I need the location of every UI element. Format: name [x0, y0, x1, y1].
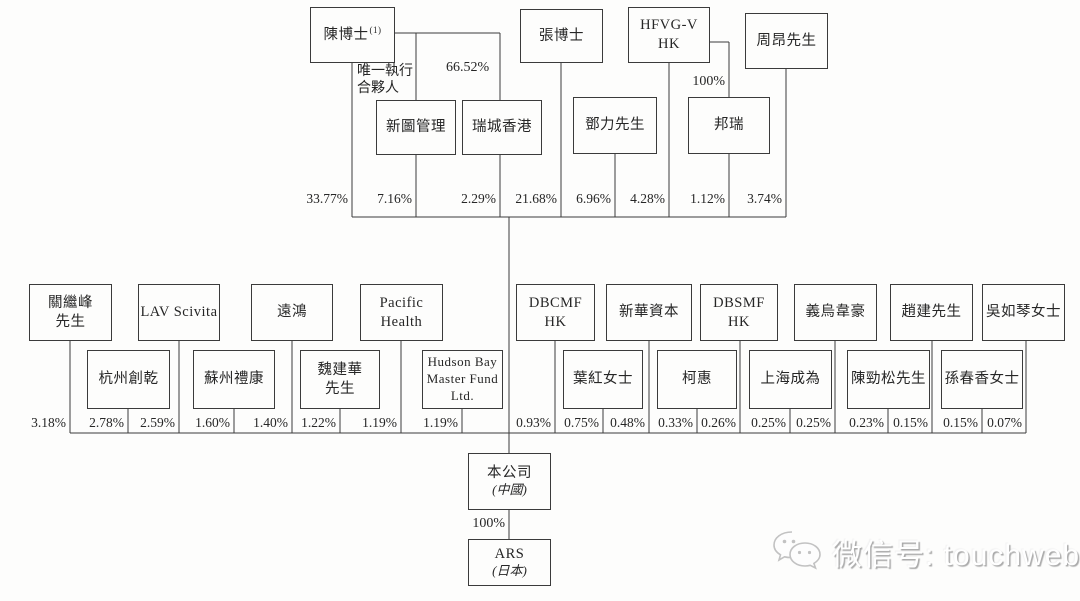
shareholder-label: Hudson Bay Master Fund Ltd. [426, 354, 499, 403]
shareholder-label: 蘇州禮康 [204, 371, 264, 388]
shareholder-label: 義烏韋豪 [805, 304, 866, 321]
shareholder-label: 上海成為 [760, 371, 821, 388]
pct-yuanhong: 1.40% [253, 415, 288, 430]
shareholder-label: 杭州創乾 [98, 371, 159, 388]
pct-hfvg-v-hk: 4.28% [630, 191, 665, 206]
shareholder-label: 邦瑞 [714, 117, 744, 134]
pct-yiwu-weihao: 0.25% [796, 415, 831, 430]
pct-sun-chunxiang: 0.15% [943, 415, 978, 430]
pct-dbcmf-hk: 0.93% [516, 415, 551, 430]
shareholder-box-xinhua-capital: 新華資本 [606, 284, 692, 341]
shareholder-box-hfvg-v-hk: HFVG-V HK [628, 7, 710, 63]
shareholder-label: HFVG-V HK [640, 17, 698, 52]
shareholder-box-wei-jianhua: 魏建華 先生 [300, 350, 380, 409]
shareholder-label: 陳博士 [323, 26, 369, 43]
watermark-text: 微信号: touchweb [832, 539, 1080, 572]
footnote-marker: (1) [369, 24, 382, 35]
watermark: 微信号: touchweb [771, 529, 1080, 575]
shareholder-box-deng-li: 鄧力先生 [573, 97, 657, 154]
shareholder-label: 魏建華 先生 [317, 361, 363, 397]
pct-zhang-phd: 21.68% [515, 191, 557, 206]
pct-ruicheng-hk: 2.29% [461, 191, 496, 206]
subsidiary-label: ARS [494, 545, 525, 562]
shareholder-box-lav-scivita: LAV Scivita [138, 284, 220, 341]
shareholder-label: Pacific Health [379, 294, 424, 330]
pct-zhao-jian: 0.15% [893, 415, 928, 430]
shareholder-label: 張博士 [539, 27, 584, 44]
shareholder-label: 柯惠 [682, 371, 712, 388]
shareholder-label: 趙建先生 [901, 304, 962, 321]
shareholder-label: DBSMF HK [713, 294, 765, 330]
company-box-china: 本公司 (中國) [468, 453, 551, 510]
pct-suzhou-likang: 1.60% [195, 415, 230, 430]
shareholder-label: 瑞城香港 [472, 119, 532, 136]
shareholder-box-ruicheng-hk: 瑞城香港 [462, 100, 542, 155]
shareholder-box-ye-hong: 葉紅女士 [563, 350, 643, 409]
shareholder-box-xintu-guanli: 新圖管理 [376, 100, 456, 155]
shareholder-box-yuanhong: 遠鴻 [251, 284, 333, 341]
pct-chen-jinsong: 0.23% [849, 415, 884, 430]
shareholder-box-guan-jifeng: 關繼峰 先生 [29, 284, 112, 341]
shareholder-label: 鄧力先生 [585, 117, 645, 134]
edge-label-100-company-ars: 100% [472, 516, 505, 531]
shareholder-label: LAV Scivita [140, 304, 218, 321]
subsidiary-box-ars-japan: ARS (日本) [468, 539, 551, 586]
edge-label-66-52: 66.52% [446, 60, 490, 75]
shareholder-box-ke-hui: 柯惠 [657, 350, 737, 409]
shareholder-box-zhou-ang: 周昂先生 [745, 13, 828, 69]
company-label: 本公司 [487, 464, 532, 481]
shareholder-box-hangzhou-chuangqian: 杭州創乾 [87, 350, 170, 409]
shareholder-box-wu-ruqin: 吳如琴女士 [982, 284, 1065, 341]
pct-pacific-health: 1.19% [362, 415, 397, 430]
pct-ye-hong: 0.75% [564, 415, 599, 430]
pct-guan-jifeng: 3.18% [31, 415, 66, 430]
edge-label-sole-executive-partner: 唯一執行 合夥人 [357, 64, 413, 96]
pct-xintu-guanli: 7.16% [377, 191, 412, 206]
shareholder-label: 關繼峰 先生 [48, 294, 93, 330]
shareholder-label: 孫春香女士 [944, 371, 1020, 388]
shareholder-box-suzhou-likang: 蘇州禮康 [193, 350, 275, 409]
wechat-icon [773, 531, 821, 570]
shareholder-box-dbsmf-hk: DBSMF HK [700, 284, 778, 341]
shareholder-label: DBCMF HK [528, 294, 583, 330]
pct-dbsmf-hk: 0.26% [701, 415, 736, 430]
pct-hangzhou-chuangqian: 2.78% [89, 415, 124, 430]
shareholder-box-zhang-phd: 張博士 [520, 9, 603, 63]
shareholder-box-zhao-jian: 趙建先生 [890, 284, 973, 341]
shareholder-box-chen-phd: 陳博士(1) [310, 7, 395, 63]
shareholder-label: 陳勁松先生 [851, 371, 926, 388]
pct-deng-li: 6.96% [576, 191, 611, 206]
shareholder-label: 吳如琴女士 [986, 304, 1061, 321]
company-jurisdiction: (中國) [492, 482, 527, 498]
shareholder-box-pacific-health: Pacific Health [360, 284, 443, 341]
pct-bangrui: 1.12% [690, 191, 725, 206]
edge-label-100-hfvg-bangrui: 100% [692, 74, 725, 89]
pct-xinhua-capital: 0.48% [610, 415, 645, 430]
pct-wu-ruqin: 0.07% [987, 415, 1022, 430]
shareholder-box-bangrui: 邦瑞 [688, 97, 770, 154]
shareholder-label: 周昂先生 [756, 32, 817, 49]
shareholder-label: 葉紅女士 [573, 371, 633, 388]
shareholder-label: 新華資本 [619, 304, 679, 321]
pct-shanghai-chengwei: 0.25% [751, 415, 786, 430]
shareholder-box-dbcmf-hk: DBCMF HK [516, 284, 595, 341]
shareholder-box-yiwu-weihao: 義烏韋豪 [794, 284, 877, 341]
pct-chen-phd: 33.77% [306, 191, 348, 206]
pct-hudson-bay-master-fund: 1.19% [423, 415, 458, 430]
shareholder-label: 遠鴻 [277, 304, 307, 321]
shareholder-box-chen-jinsong: 陳勁松先生 [847, 350, 930, 409]
pct-ke-hui: 0.33% [658, 415, 693, 430]
shareholder-box-sun-chunxiang: 孫春香女士 [941, 350, 1023, 409]
shareholder-box-shanghai-chengwei: 上海成為 [749, 350, 832, 409]
shareholder-label: 新圖管理 [386, 119, 446, 136]
pct-wei-jianhua: 1.22% [301, 415, 336, 430]
shareholder-box-hudson-bay-master-fund: Hudson Bay Master Fund Ltd. [422, 350, 503, 409]
pct-lav-scivita: 2.59% [140, 415, 175, 430]
pct-zhou-ang: 3.74% [747, 191, 782, 206]
subsidiary-jurisdiction: (日本) [492, 563, 527, 579]
